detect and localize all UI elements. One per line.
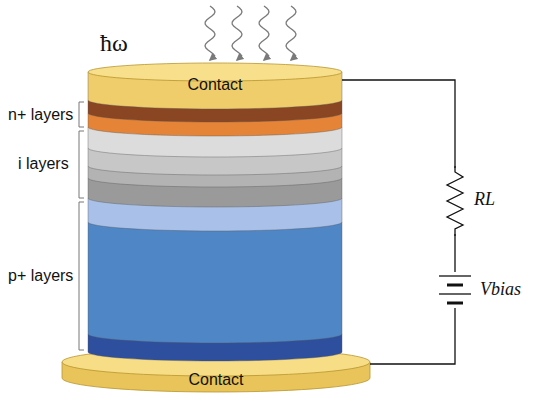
layer-label: n+ layers (8, 106, 73, 124)
voltage-label: Vbias (480, 280, 521, 300)
layer-label: i layers (18, 155, 69, 173)
layer-stack (88, 63, 342, 361)
photon-energy: ħω (100, 30, 128, 56)
photon-ray (232, 6, 242, 60)
layer-brackets (79, 102, 84, 350)
contact-pad: Contact (62, 350, 370, 392)
semiconductor-layer (88, 222, 342, 343)
contact-label: Contact (187, 76, 242, 94)
photon-ray (259, 6, 269, 60)
photon-ray (286, 6, 296, 60)
circuit-wire (342, 80, 455, 364)
resistor-symbol (444, 166, 466, 236)
layer-label: p+ layers (8, 267, 73, 285)
contact-pad: Contact (88, 68, 342, 102)
battery-symbol (436, 272, 474, 308)
resistor-label: RL (474, 190, 495, 210)
contact-label: Contact (188, 371, 243, 389)
photon-ray (205, 6, 215, 60)
light-rays (205, 6, 296, 60)
